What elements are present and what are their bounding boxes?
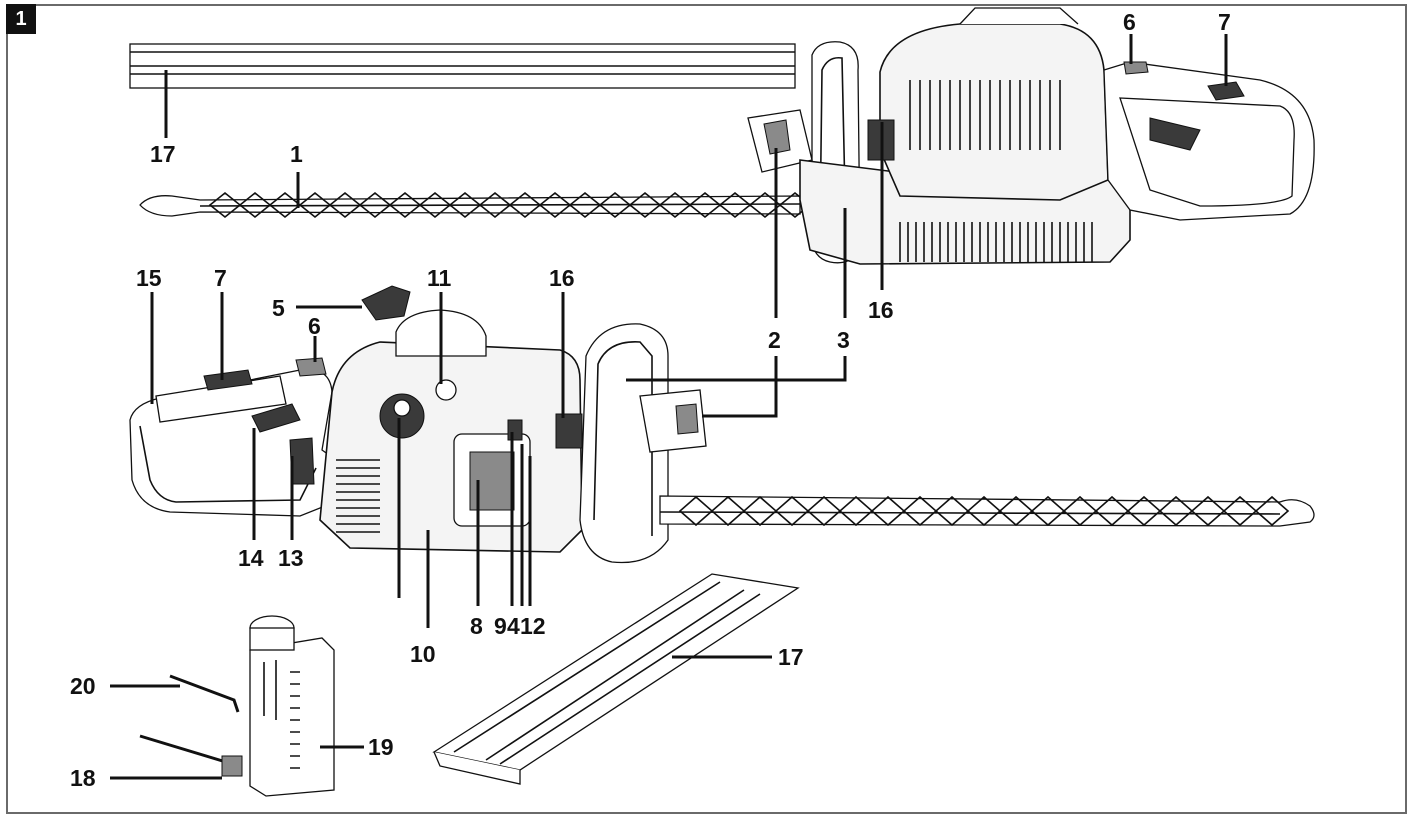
figure-number-badge: 1 [6, 4, 36, 34]
blade-guard-top [129, 43, 796, 89]
callout-7-left: 7 [214, 265, 227, 291]
cutting-blade-top [139, 191, 812, 219]
callout-14: 14 [238, 545, 264, 571]
callout-labels: 17 1 6 7 16 2 3 15 7 5 6 11 16 14 13 10 … [70, 9, 1231, 791]
callout-19: 19 [368, 734, 394, 760]
mixing-bottle [249, 615, 335, 797]
blade-guard-bottom [432, 573, 800, 785]
machine-top-view [747, 7, 1315, 265]
callout-6-left: 6 [308, 313, 321, 339]
figure-frame [6, 4, 1407, 814]
callout-5: 5 [272, 295, 285, 321]
callout-18: 18 [70, 765, 96, 791]
callout-10: 10 [410, 641, 436, 667]
tools [139, 674, 243, 777]
callout-16-left: 16 [549, 265, 575, 291]
callout-16-top: 16 [868, 297, 894, 323]
callout-6-top: 6 [1123, 9, 1136, 35]
callout-7-top: 7 [1218, 9, 1231, 35]
callout-2: 2 [768, 327, 781, 353]
callout-20: 20 [70, 673, 96, 699]
callout-3: 3 [837, 327, 850, 353]
callout-9: 9 [494, 613, 507, 639]
leader-lines [110, 34, 1228, 780]
machine-side-view [129, 285, 1315, 564]
callout-4: 4 [507, 613, 520, 639]
callout-11: 11 [427, 265, 452, 291]
callout-13: 13 [278, 545, 304, 571]
callout-12: 12 [520, 613, 546, 639]
callout-17-bottom: 17 [778, 644, 804, 670]
callout-8: 8 [470, 613, 483, 639]
callout-17-top: 17 [150, 141, 176, 167]
callout-15: 15 [136, 265, 162, 291]
callout-1: 1 [290, 141, 303, 167]
